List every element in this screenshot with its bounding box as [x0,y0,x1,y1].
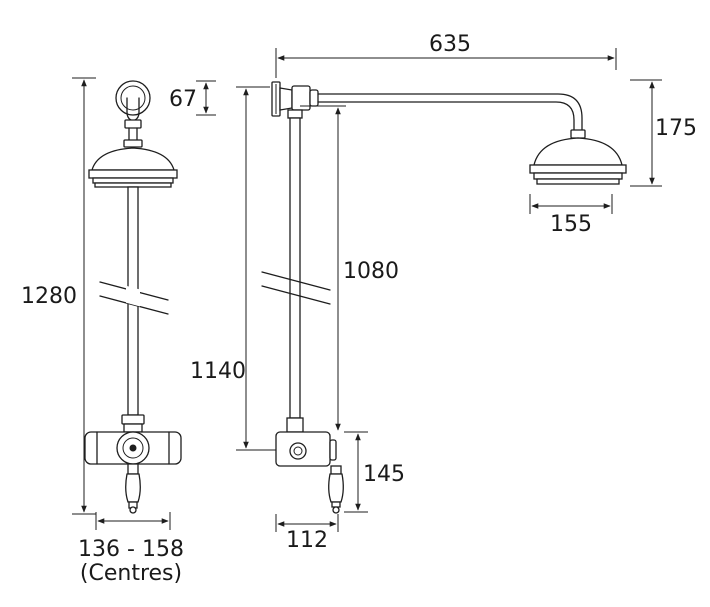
front-shower-head [91,147,175,171]
dim-label-155: 155 [550,212,592,237]
dim-label-175: 175 [655,116,697,141]
dim-label-1280: 1280 [21,284,77,309]
front-view: 1280 67 136 - 158 (Centres) [21,77,216,586]
side-riser-rail [289,117,301,419]
dim-label-145: 145 [363,462,405,487]
side-shower-arm [317,93,583,131]
dim-label-centres: 136 - 158 [78,537,184,562]
dim-label-centres-note: (Centres) [80,561,182,586]
front-lever-handle [125,473,141,503]
side-shower-head [533,137,623,166]
dim-label-67: 67 [169,87,197,112]
dim-label-1080: 1080 [343,259,399,284]
dim-label-112: 112 [286,528,328,553]
dim-label-1140: 1140 [190,359,246,384]
dim-label-635: 635 [429,32,471,57]
side-lever-handle [328,473,344,503]
side-view: 635 175 155 1080 1140 145 112 [190,32,697,553]
